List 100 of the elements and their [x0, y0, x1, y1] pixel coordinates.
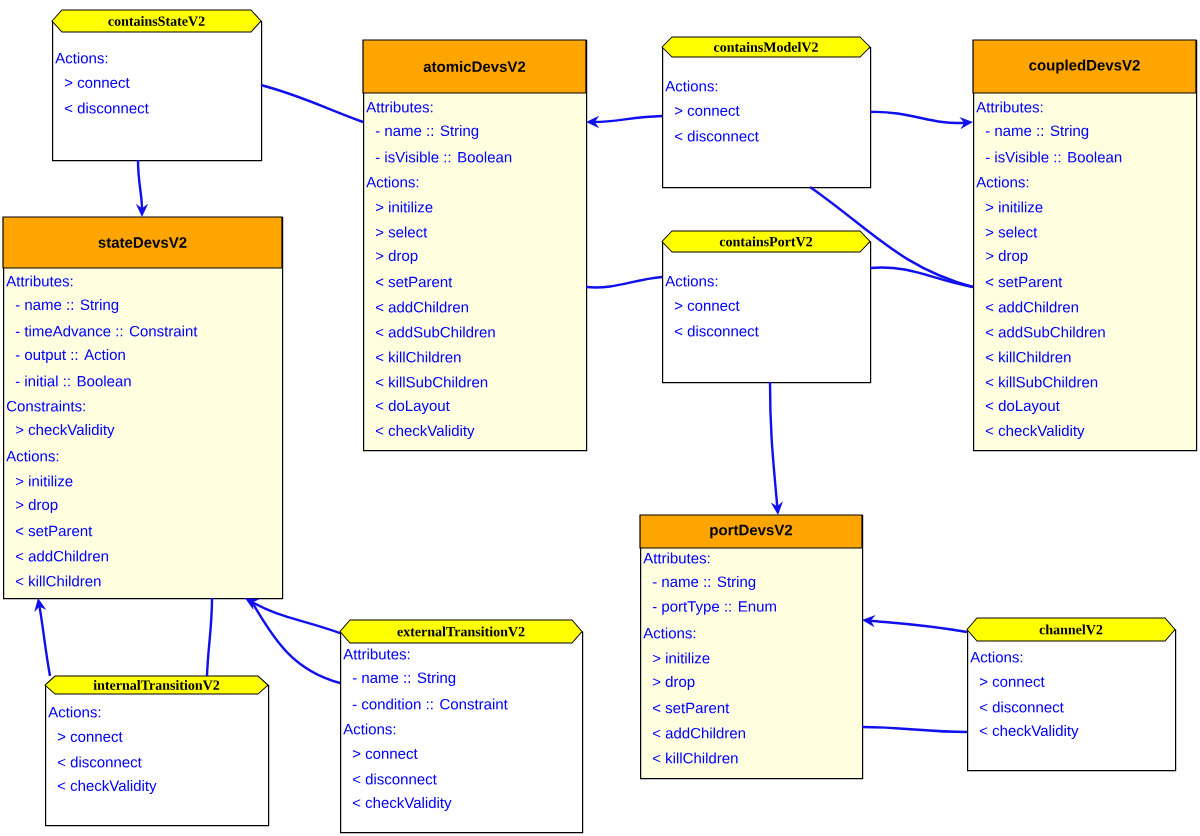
member-text: - name :: String [652, 576, 756, 590]
member-text: > connect [979, 677, 1045, 687]
relation-header: containsModelV2 [661, 36, 871, 58]
member-text: < killSubChildren [375, 376, 488, 388]
class-header: atomicDevsV2 [362, 39, 587, 94]
section-label: Constraints: [6, 400, 85, 412]
class-box [362, 39, 588, 452]
member-text: > connect [352, 749, 418, 759]
member-text: < disconnect [352, 773, 437, 785]
connector-line [862, 725, 968, 734]
member-text: < checkValidity [979, 725, 1079, 739]
member-text: < checkValidity [57, 780, 157, 794]
member-text: - name :: String [985, 125, 1089, 139]
member-text: < killChildren [15, 575, 101, 587]
member-text: > connect [674, 106, 740, 116]
member-text: < killChildren [985, 351, 1071, 363]
member-text: - portType :: Enum [652, 601, 776, 615]
member-text: < addSubChildren [375, 326, 495, 338]
member-text: < killChildren [375, 351, 461, 363]
connector-line [869, 266, 974, 289]
connector-line [585, 275, 663, 289]
section-label: Actions: [55, 52, 108, 64]
section-label: Attributes: [366, 101, 433, 113]
section-label: Attributes: [643, 552, 710, 564]
class-box [972, 39, 1198, 452]
member-text: < doLayout [375, 400, 450, 414]
relation-header: containsStateV2 [51, 9, 262, 33]
member-text: > initilize [652, 652, 710, 664]
member-text: < setParent [375, 276, 453, 288]
class-box [2, 216, 284, 600]
member-text: < checkValidity [985, 425, 1085, 439]
section-label: Attributes: [343, 648, 410, 660]
class-header: stateDevsV2 [2, 216, 283, 269]
class-box [966, 617, 1177, 772]
member-text: < disconnect [57, 756, 142, 768]
member-text: < addSubChildren [985, 326, 1105, 338]
connector-line [260, 83, 364, 124]
class-box [661, 36, 872, 189]
member-text: > connect [57, 732, 123, 742]
member-text: < checkValidity [375, 425, 475, 439]
connector-line [205, 598, 214, 677]
member-text: < checkValidity [352, 797, 452, 811]
section-label: Actions: [970, 651, 1023, 663]
section-label: Attributes: [6, 275, 73, 287]
member-text: < killChildren [652, 752, 738, 764]
member-text: > drop [985, 250, 1028, 264]
member-text: < disconnect [64, 102, 149, 114]
member-text: < addChildren [652, 727, 745, 739]
member-text: > initilize [15, 475, 73, 487]
member-text: > select [375, 226, 428, 238]
section-label: Attributes: [976, 101, 1043, 113]
member-text: < doLayout [985, 400, 1060, 414]
member-text: < disconnect [979, 701, 1064, 713]
member-text: < addChildren [985, 301, 1078, 313]
member-text: - initial :: Boolean [15, 375, 131, 387]
member-text: - timeAdvance :: Constraint [15, 325, 198, 337]
member-text: - output :: Action [15, 349, 125, 363]
member-text: > select [985, 226, 1038, 238]
class-box [639, 514, 864, 780]
member-text: > drop [15, 499, 58, 513]
member-text: < setParent [652, 702, 730, 714]
member-text: < killSubChildren [985, 376, 1098, 388]
member-text: - name :: String [352, 672, 456, 686]
member-text: - condition :: Constraint [352, 698, 508, 710]
member-text: - name :: String [15, 299, 119, 313]
section-label: Actions: [976, 176, 1029, 188]
class-box [51, 9, 263, 162]
section-label: Actions: [665, 275, 718, 287]
relation-header: externalTransitionV2 [339, 619, 583, 644]
member-text: < setParent [15, 525, 93, 537]
section-label: Actions: [6, 450, 59, 462]
section-label: Actions: [643, 627, 696, 639]
member-text: < addChildren [15, 550, 108, 562]
relation-header: containsPortV2 [661, 230, 871, 253]
section-label: Actions: [366, 176, 419, 188]
member-text: > checkValidity [15, 424, 115, 438]
member-text: < addChildren [375, 301, 468, 313]
class-box [44, 675, 270, 827]
relation-header: internalTransitionV2 [44, 675, 269, 695]
member-text: > initilize [985, 201, 1043, 213]
member-text: < disconnect [674, 325, 759, 337]
connector-line [250, 601, 341, 685]
member-text: > drop [375, 250, 418, 264]
class-box [339, 619, 584, 834]
section-label: Actions: [343, 723, 396, 735]
member-text: < setParent [985, 276, 1063, 288]
member-text: > drop [652, 676, 695, 690]
member-text: - name :: String [375, 125, 479, 139]
section-label: Actions: [48, 706, 101, 718]
class-header: portDevsV2 [639, 514, 863, 549]
member-text: < disconnect [674, 130, 759, 142]
member-text: - isVisible :: Boolean [375, 151, 512, 163]
member-text: > initilize [375, 201, 433, 213]
relation-header: channelV2 [966, 617, 1176, 642]
member-text: > connect [64, 78, 130, 88]
member-text: - isVisible :: Boolean [985, 151, 1122, 163]
section-label: Actions: [665, 80, 718, 92]
class-box [661, 230, 872, 384]
class-header: coupledDevsV2 [972, 39, 1197, 94]
member-text: > connect [674, 301, 740, 311]
